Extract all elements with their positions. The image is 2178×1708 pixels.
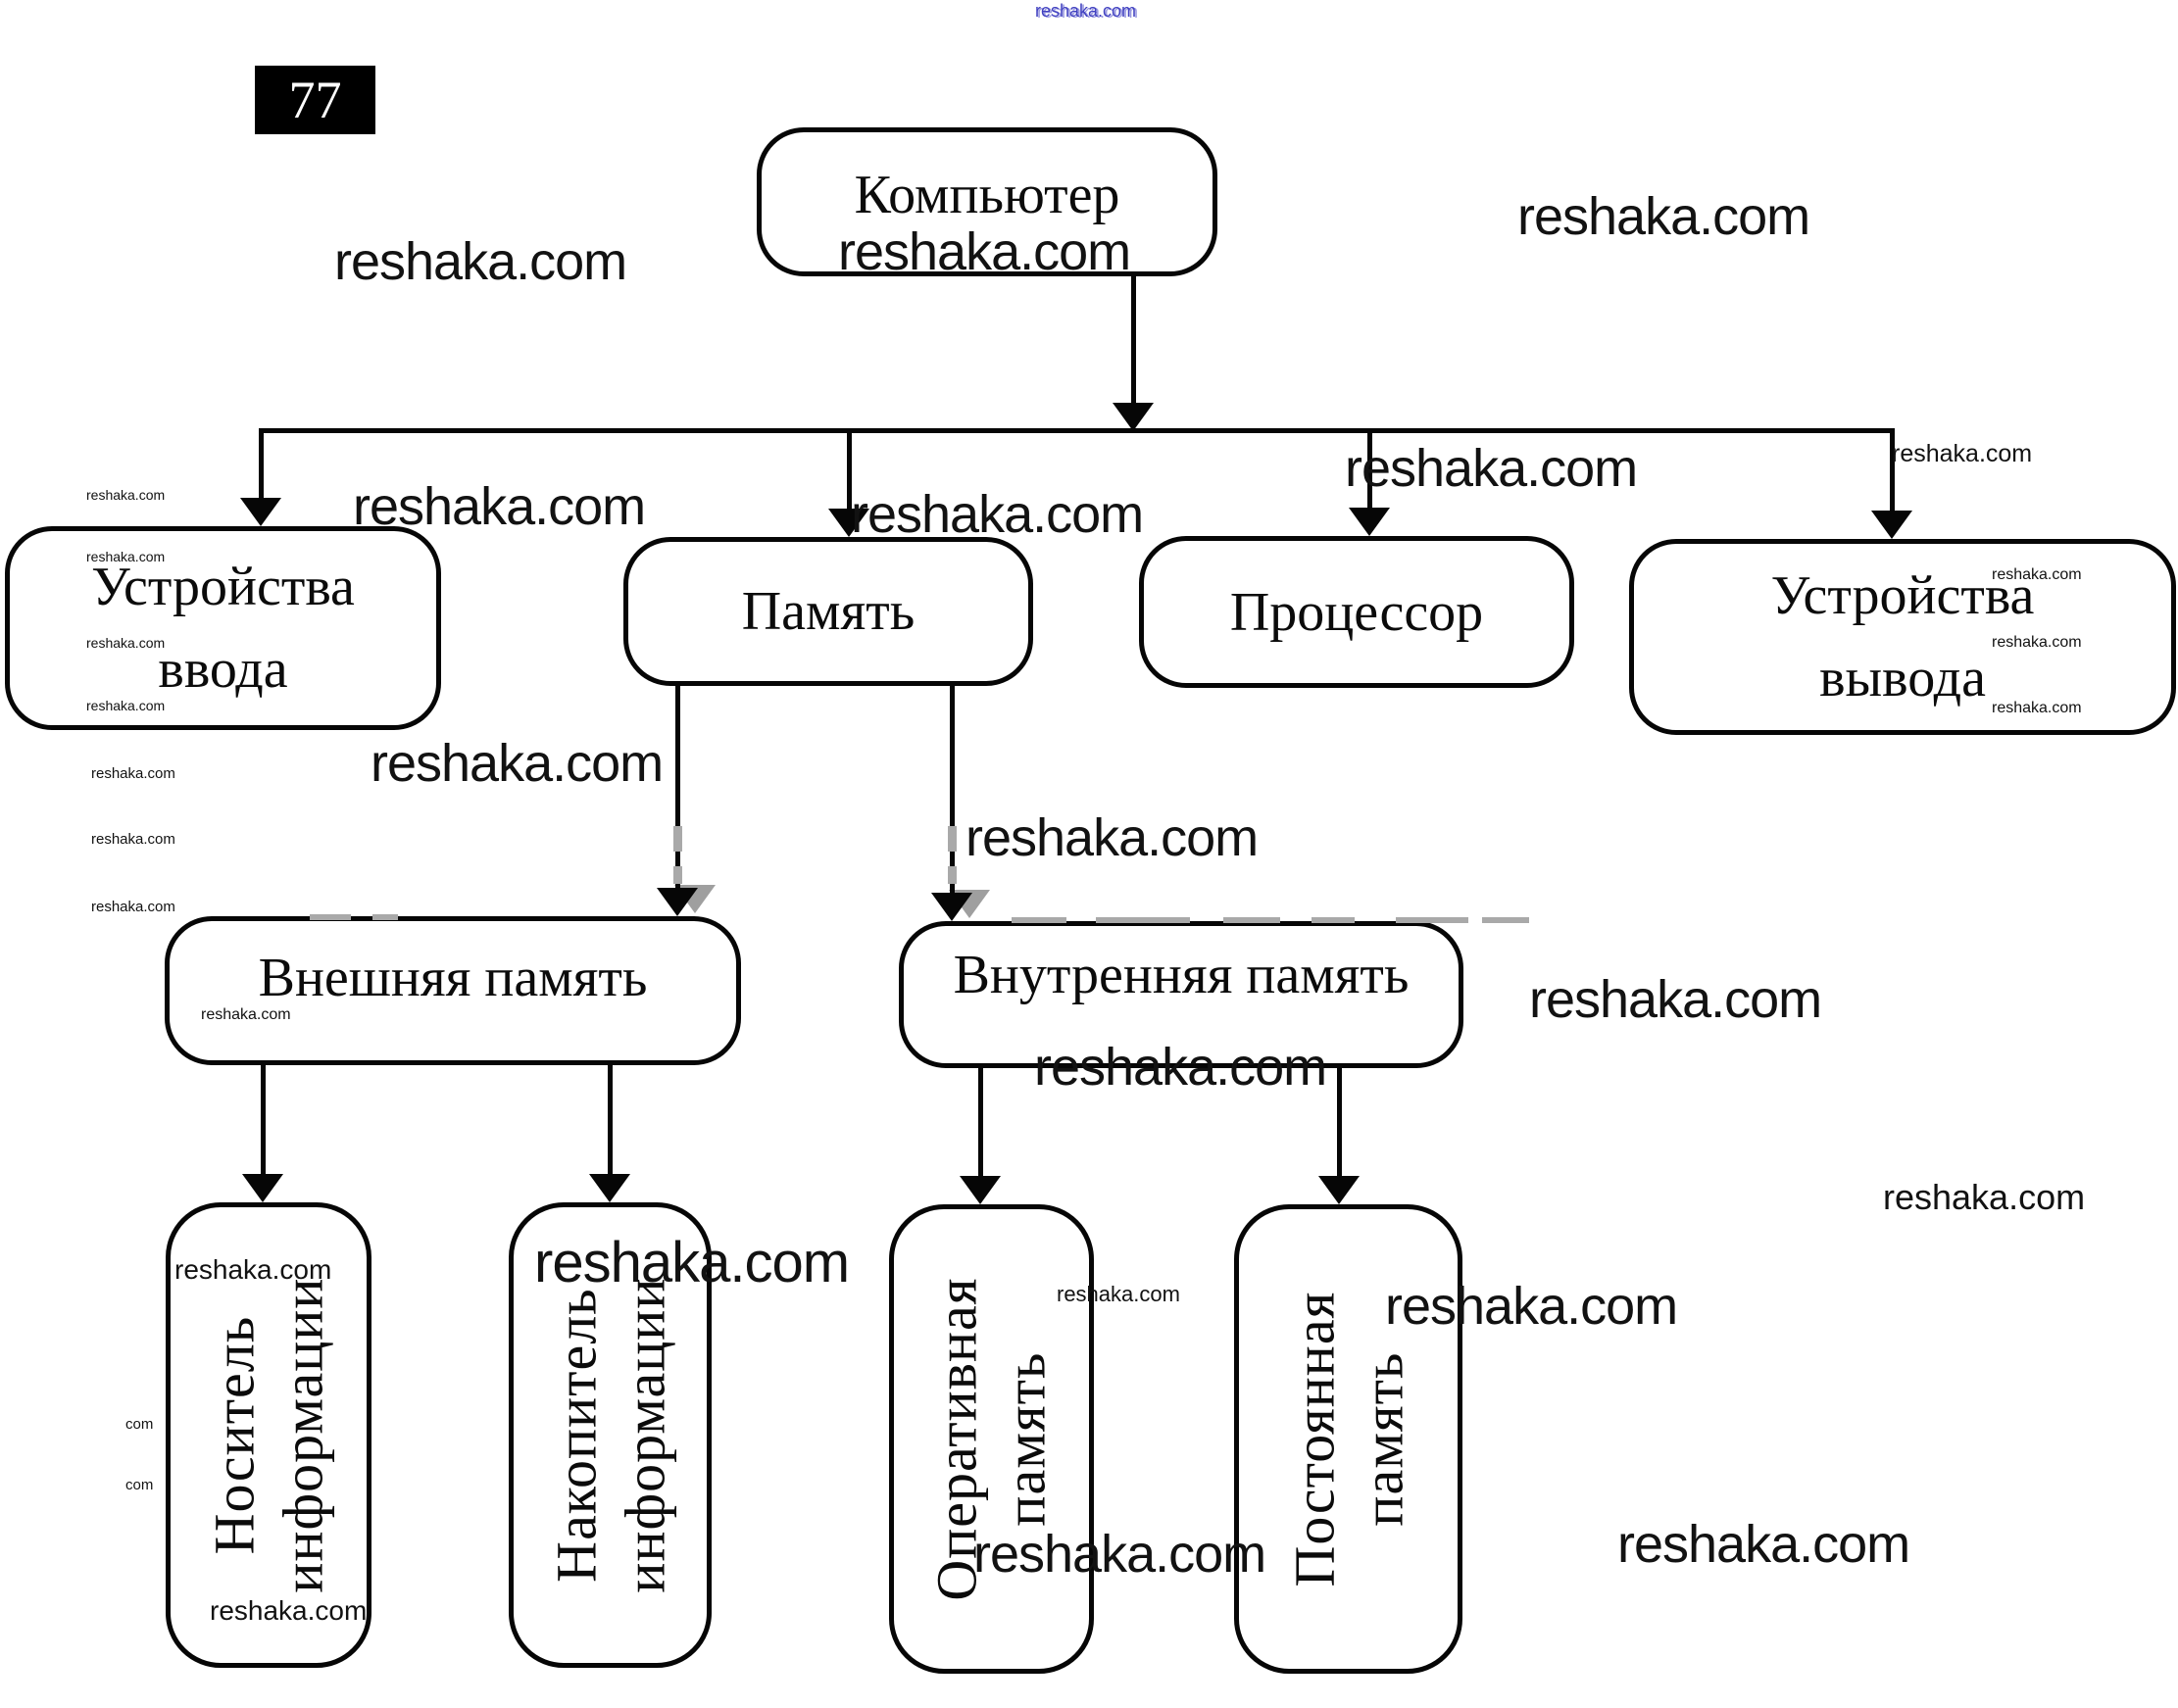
node-computer-label: Компьютер xyxy=(854,165,1120,225)
watermark: reshaka.com xyxy=(1992,566,2082,583)
watermark: reshaka.com xyxy=(838,222,1131,281)
arrowhead-rom xyxy=(1318,1176,1360,1204)
watermark-fragment: com xyxy=(125,1477,154,1493)
node-external-memory: Внешняя память xyxy=(165,916,741,1065)
watermark: reshaka.com xyxy=(91,765,175,782)
gray-artifact xyxy=(372,914,398,920)
watermark: reshaka.com xyxy=(210,1595,368,1626)
watermark: reshaka.com xyxy=(973,1525,1266,1584)
watermark-fragment: com xyxy=(125,1416,154,1433)
arrowhead-output xyxy=(1871,511,1912,539)
arrowhead-external xyxy=(657,888,698,916)
watermark: reshaka.com xyxy=(1892,440,2033,467)
page-number-badge: 77 xyxy=(255,66,375,134)
node-memory: Память xyxy=(623,537,1033,686)
gray-artifact xyxy=(673,826,682,852)
watermark: reshaka.com xyxy=(1035,1,1137,21)
watermark: reshaka.com xyxy=(1385,1277,1678,1336)
watermark: reshaka.com xyxy=(1883,1177,2086,1217)
node-information-carrier: Носитель информации xyxy=(166,1202,371,1668)
watermark: reshaka.com xyxy=(86,549,166,564)
node-computer: Компьютер xyxy=(757,127,1217,276)
gray-artifact xyxy=(1012,917,1066,923)
connector-to-ram xyxy=(978,1068,983,1176)
node-internal-memory: Внутренняя память xyxy=(899,921,1463,1068)
watermark: reshaka.com xyxy=(91,899,175,915)
arrowhead-carrier xyxy=(242,1174,283,1202)
node-carrier-label: Носитель информации xyxy=(202,1277,335,1593)
watermark: reshaka.com xyxy=(201,1006,291,1023)
watermark: reshaka.com xyxy=(334,232,627,291)
connector-to-internal xyxy=(950,686,955,895)
arrowhead-cpu xyxy=(1349,508,1390,536)
arrowhead-memory xyxy=(828,509,869,537)
node-information-storage: Накопитель информации xyxy=(509,1202,712,1668)
watermark: reshaka.com xyxy=(1617,1515,1910,1574)
connector-to-rom xyxy=(1337,1068,1342,1176)
watermark: reshaka.com xyxy=(534,1231,850,1294)
connector-to-cpu xyxy=(1367,428,1372,511)
gray-artifact xyxy=(1223,917,1280,923)
connector-to-storage xyxy=(608,1065,613,1175)
watermark: reshaka.com xyxy=(1529,970,1822,1029)
node-internal-label: Внутренняя память xyxy=(953,945,1410,1005)
watermark: reshaka.com xyxy=(91,831,175,848)
arrowhead-storage xyxy=(589,1174,630,1202)
connector-to-input xyxy=(259,428,264,502)
connector-computer-down xyxy=(1131,276,1136,404)
gray-artifact xyxy=(1396,917,1468,923)
watermark: reshaka.com xyxy=(851,485,1144,544)
watermark: reshaka.com xyxy=(1992,700,2082,716)
node-processor-label: Процессор xyxy=(1229,581,1484,643)
watermark: reshaka.com xyxy=(1034,1038,1327,1097)
watermark: reshaka.com xyxy=(353,477,646,536)
page-number: 77 xyxy=(288,71,342,129)
connector-distribution xyxy=(259,428,1895,433)
node-input-devices: Устройства ввода xyxy=(5,526,441,730)
gray-artifact xyxy=(948,826,957,852)
node-input-label: Устройства ввода xyxy=(91,557,355,700)
arrowhead-internal xyxy=(931,893,972,921)
connector-to-memory xyxy=(847,428,852,512)
connector-to-carrier xyxy=(261,1065,266,1175)
gray-artifact xyxy=(948,866,957,884)
arrowhead-computer xyxy=(1113,403,1154,431)
node-memory-label: Память xyxy=(741,581,916,642)
watermark: reshaka.com xyxy=(86,698,166,713)
arrowhead-ram xyxy=(960,1176,1001,1204)
gray-artifact xyxy=(310,914,351,920)
node-storage-label: Накопитель информации xyxy=(543,1277,676,1593)
connector-to-output xyxy=(1890,428,1895,513)
arrowhead-input xyxy=(240,498,281,526)
node-rom: Постоянная память xyxy=(1234,1204,1462,1674)
watermark: reshaka.com xyxy=(1057,1282,1180,1306)
node-ram: Оперативная память xyxy=(889,1204,1094,1674)
watermark: reshaka.com xyxy=(1345,439,1638,498)
gray-artifact xyxy=(673,866,682,884)
watermark: reshaka.com xyxy=(1517,187,1810,246)
watermark: reshaka.com xyxy=(965,808,1259,867)
node-external-label: Внешняя память xyxy=(258,948,648,1008)
connector-to-external xyxy=(675,686,680,890)
watermark: reshaka.com xyxy=(1992,634,2082,651)
gray-artifact xyxy=(1312,917,1355,923)
watermark: reshaka.com xyxy=(86,635,166,651)
node-output-devices: Устройства вывода xyxy=(1629,539,2176,735)
node-output-label: Устройства вывода xyxy=(1770,565,2035,708)
gray-artifact xyxy=(1482,917,1529,923)
watermark: reshaka.com xyxy=(174,1254,332,1285)
gray-artifact xyxy=(1096,917,1190,923)
watermark: reshaka.com xyxy=(371,734,664,793)
watermark: reshaka.com xyxy=(86,487,166,503)
node-processor: Процессор xyxy=(1139,536,1574,688)
